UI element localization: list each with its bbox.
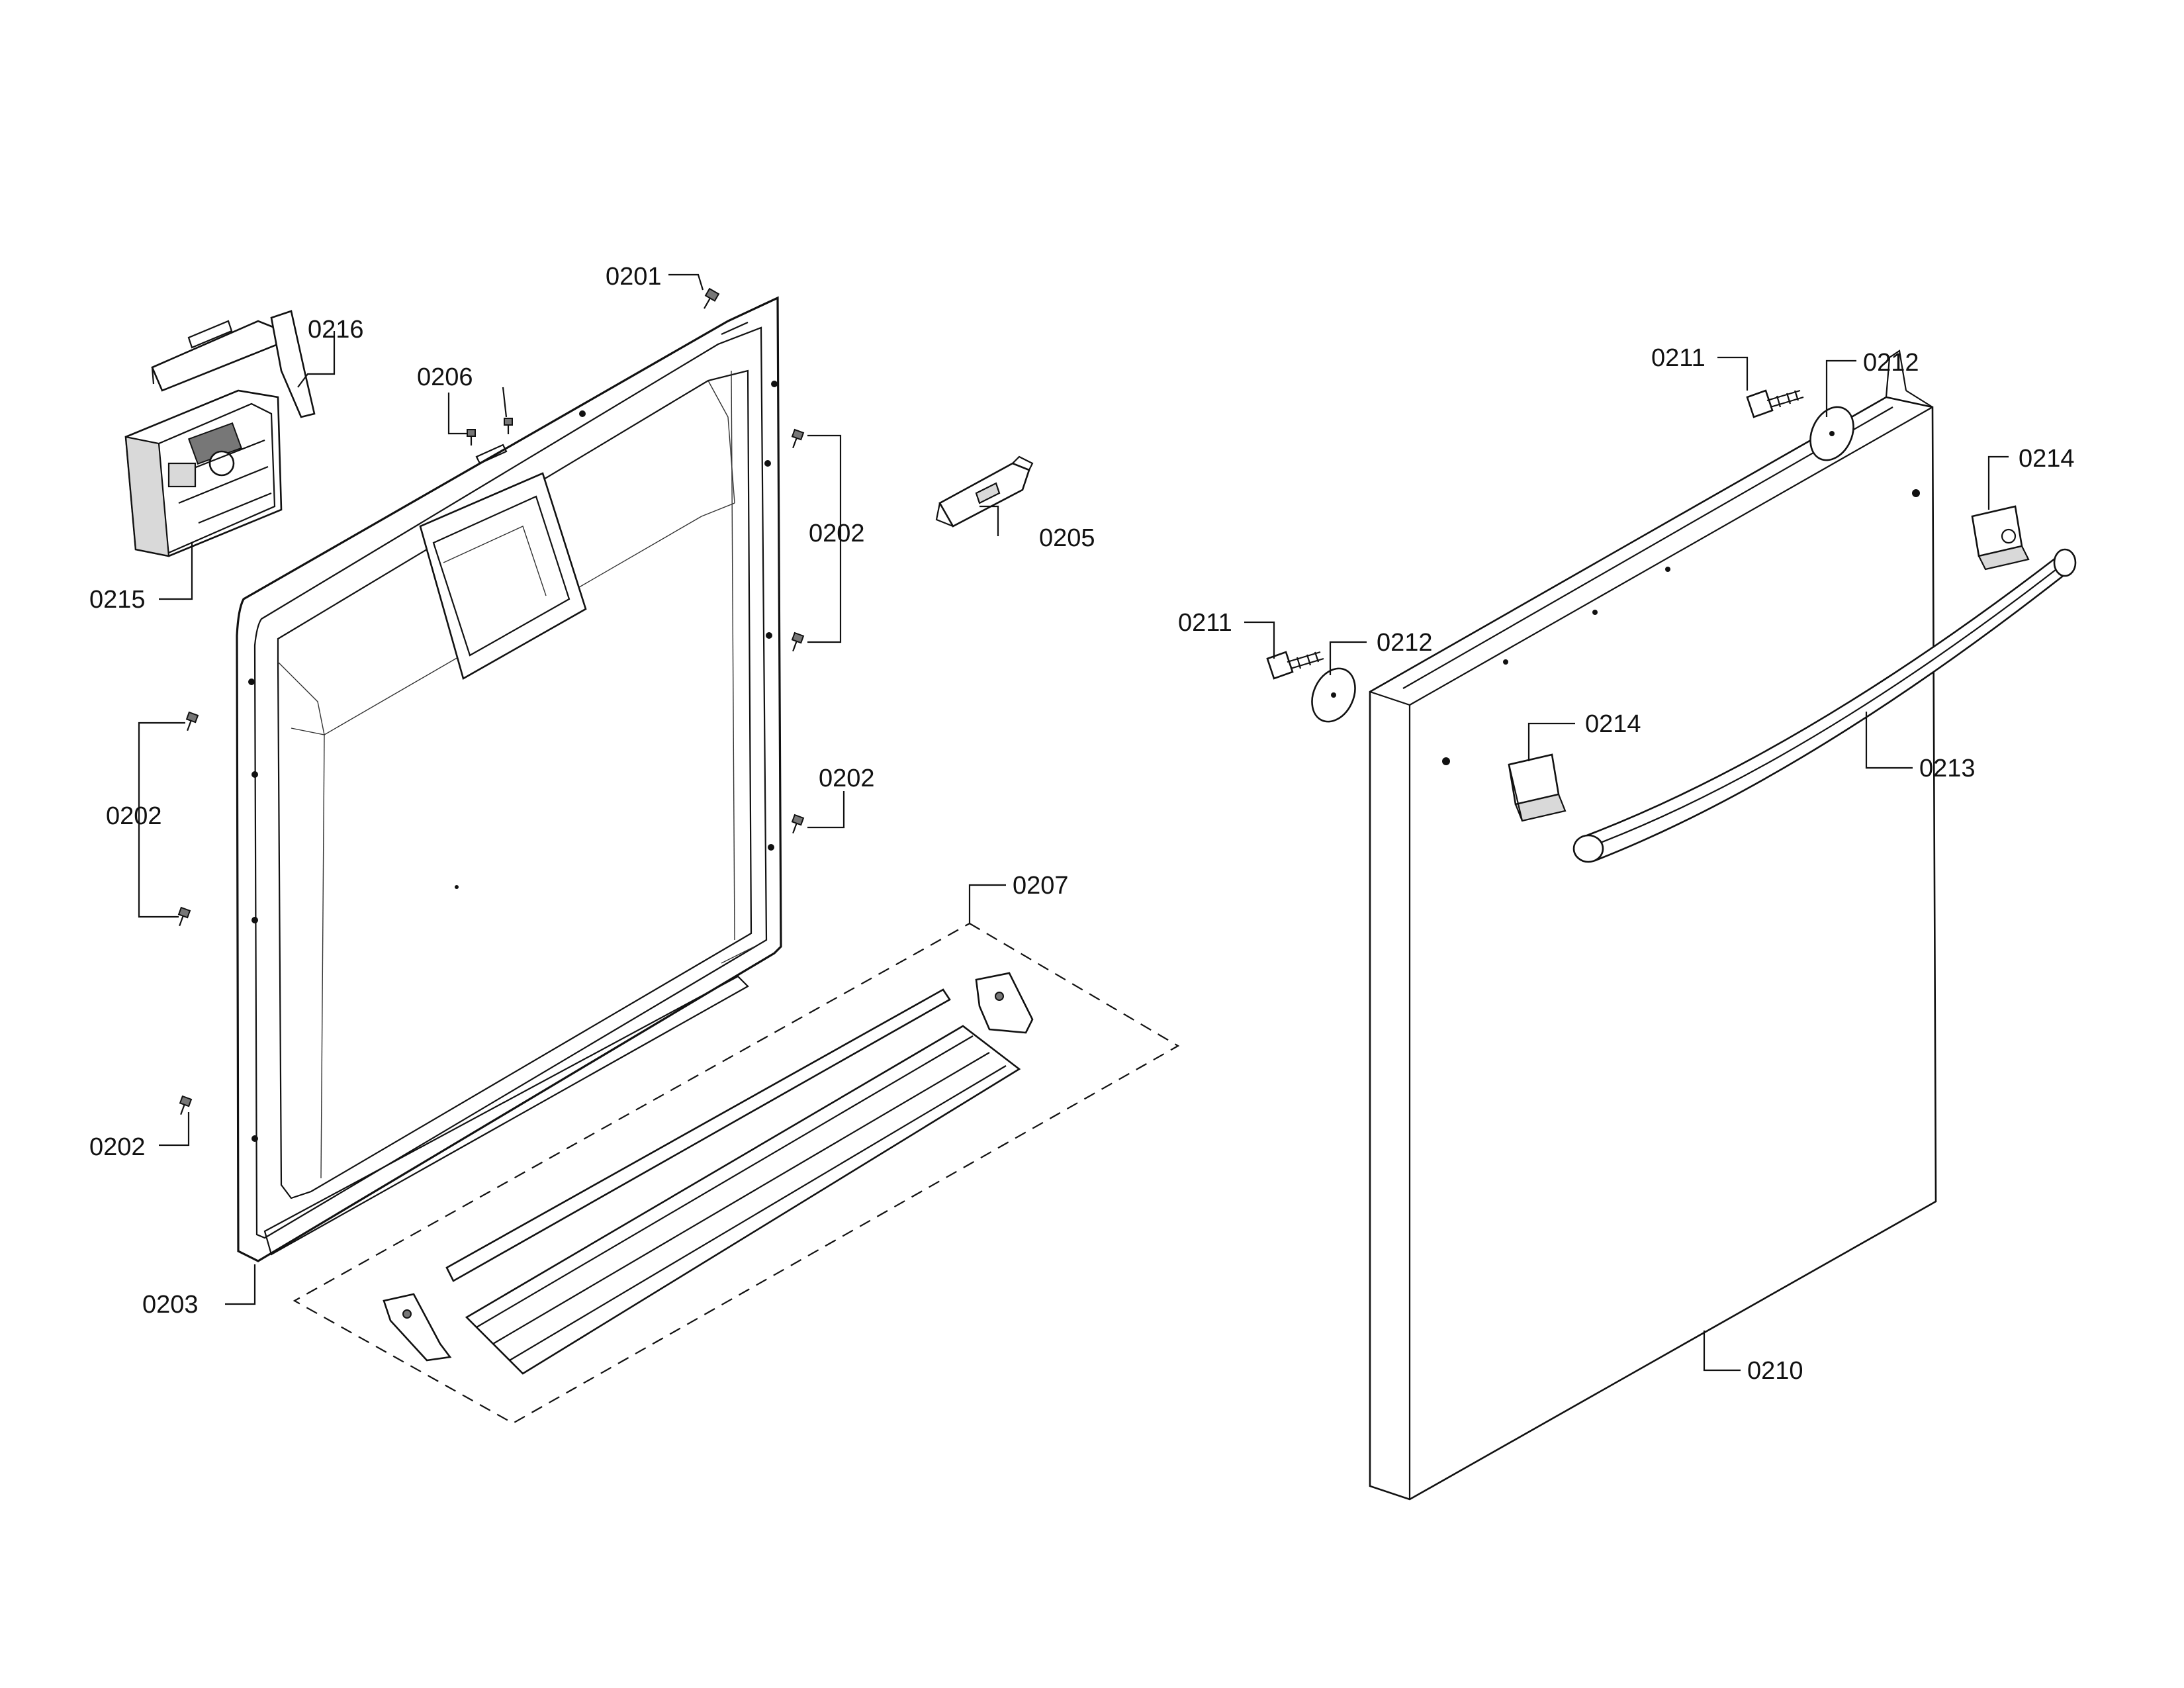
label-0210: 0210 <box>1747 1357 1803 1385</box>
label-0215: 0215 <box>89 586 146 614</box>
screws-left <box>177 287 805 1115</box>
leader-lines <box>138 273 2009 1372</box>
inner-door-frame <box>236 296 782 1262</box>
label-0202-bottom: 0202 <box>89 1133 146 1161</box>
label-0214-left: 0214 <box>1585 710 1641 738</box>
detergent-dispenser <box>124 389 283 557</box>
label-0202-top: 0202 <box>809 520 865 547</box>
screw-0211-top <box>1746 389 1804 418</box>
label-0205: 0205 <box>1039 524 1095 552</box>
label-0203: 0203 <box>142 1291 199 1319</box>
door-latch-clip <box>935 455 1034 528</box>
label-0216: 0216 <box>308 316 364 344</box>
label-0213: 0213 <box>1919 755 1976 782</box>
washer-0212-top <box>1809 406 1854 461</box>
door-handle <box>1572 548 2077 863</box>
label-0202-left: 0202 <box>106 802 162 830</box>
label-0201: 0201 <box>606 263 662 291</box>
bottom-seal-kit <box>293 922 1180 1425</box>
label-0206: 0206 <box>417 363 473 391</box>
outer-door-panel <box>1369 350 1937 1501</box>
part-labels: 0201 0216 0206 0202 0205 0215 0202 0202 … <box>89 263 2075 1385</box>
screw-0211-left <box>1266 651 1324 680</box>
handle-end-cap-right <box>1971 505 2030 571</box>
handle-end-cap-left <box>1508 753 1567 822</box>
label-0207: 0207 <box>1013 872 1069 900</box>
label-0212-top: 0212 <box>1863 349 1919 377</box>
label-0212-left: 0212 <box>1377 629 1433 657</box>
washer-0212-left <box>1311 667 1356 723</box>
label-0202-mid: 0202 <box>819 765 875 792</box>
dispenser-bracket <box>151 310 316 418</box>
label-0211-left: 0211 <box>1178 609 1232 637</box>
label-0211-top: 0211 <box>1651 344 1706 372</box>
label-0214-top: 0214 <box>2019 445 2075 473</box>
